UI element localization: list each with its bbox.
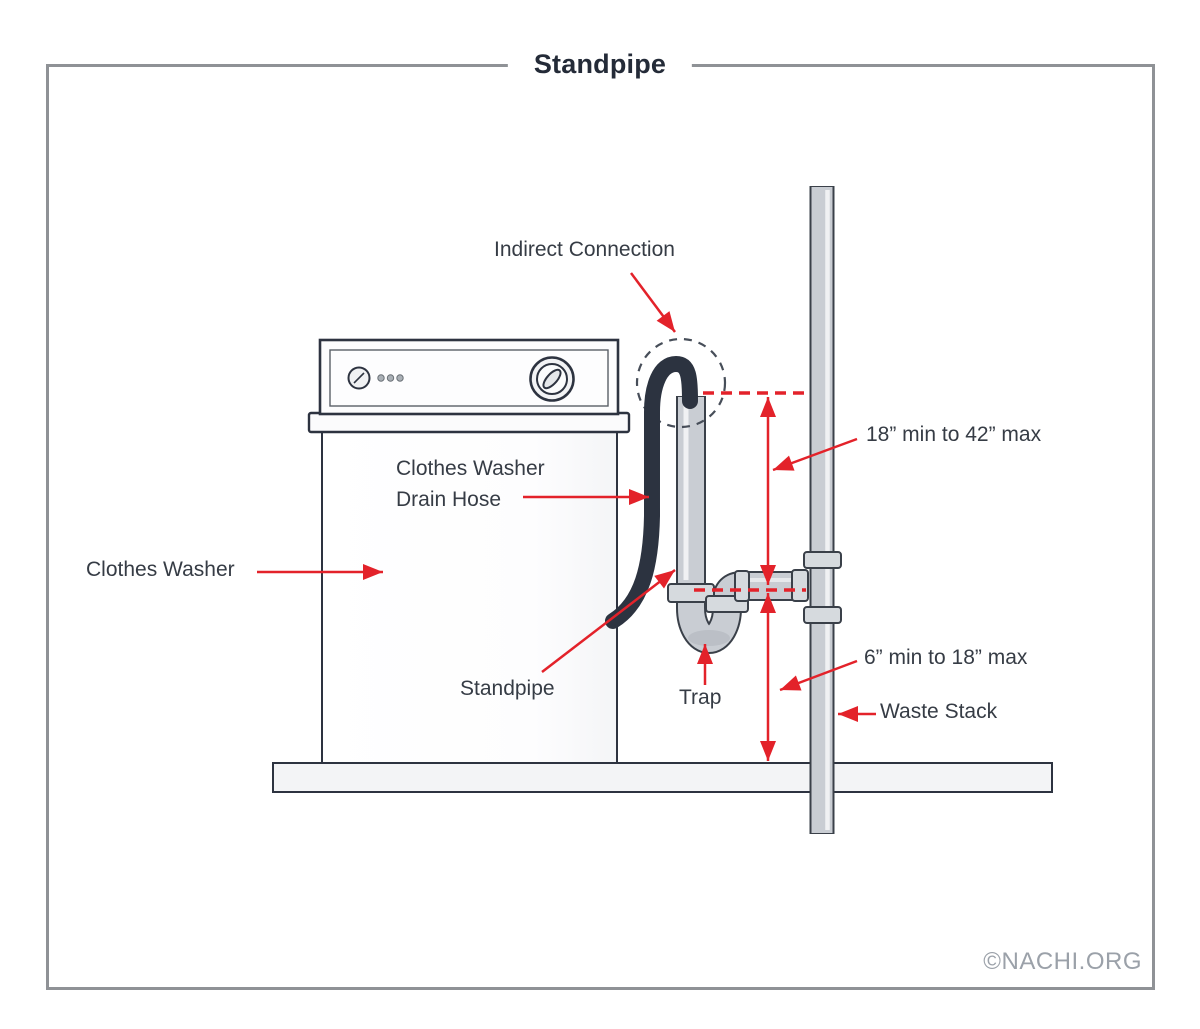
waste-stack <box>809 186 835 834</box>
branch-coupling <box>734 570 750 602</box>
upper-range-arrow <box>772 437 858 472</box>
standpipe-arrow <box>541 569 676 673</box>
label-drain-hose: Clothes Washer Drain Hose <box>396 453 545 515</box>
trap-shading <box>688 630 730 646</box>
clothes-washer <box>307 338 631 764</box>
washer-indicator-dot <box>386 374 395 382</box>
label-drain-hose-line1: Clothes Washer <box>396 457 545 480</box>
indirect-connection-circle <box>635 337 727 429</box>
lower-range-arrow <box>779 659 858 692</box>
label-waste-stack: Waste Stack <box>880 700 998 723</box>
stack-lower-coupling <box>803 606 842 624</box>
stack-upper-coupling <box>803 551 842 569</box>
label-trap: Trap <box>679 686 722 709</box>
copyright: ©NACHI.ORG <box>983 948 1142 975</box>
washer-dial-knob-icon <box>542 368 562 390</box>
washer-ledge <box>307 411 631 434</box>
diagram-title: Standpipe <box>507 47 693 81</box>
label-clothes-washer: Clothes Washer <box>86 558 235 581</box>
washer-small-knob-pointer <box>353 372 365 384</box>
drain-hose <box>605 355 698 629</box>
label-standpipe: Standpipe <box>460 677 555 700</box>
label-upper-range: 18” min to 42” max <box>866 423 1042 446</box>
floor <box>272 762 1053 793</box>
washer-indicator-dot <box>396 374 404 382</box>
washer-indicator-dot <box>377 374 385 382</box>
label-indirect-connection: Indirect Connection <box>494 238 675 261</box>
label-lower-range: 6” min to 18” max <box>864 646 1028 669</box>
label-drain-hose-line2: Drain Hose <box>396 488 502 511</box>
stack-tee-hub <box>791 569 809 602</box>
indirect-connection-arrow <box>629 272 677 333</box>
